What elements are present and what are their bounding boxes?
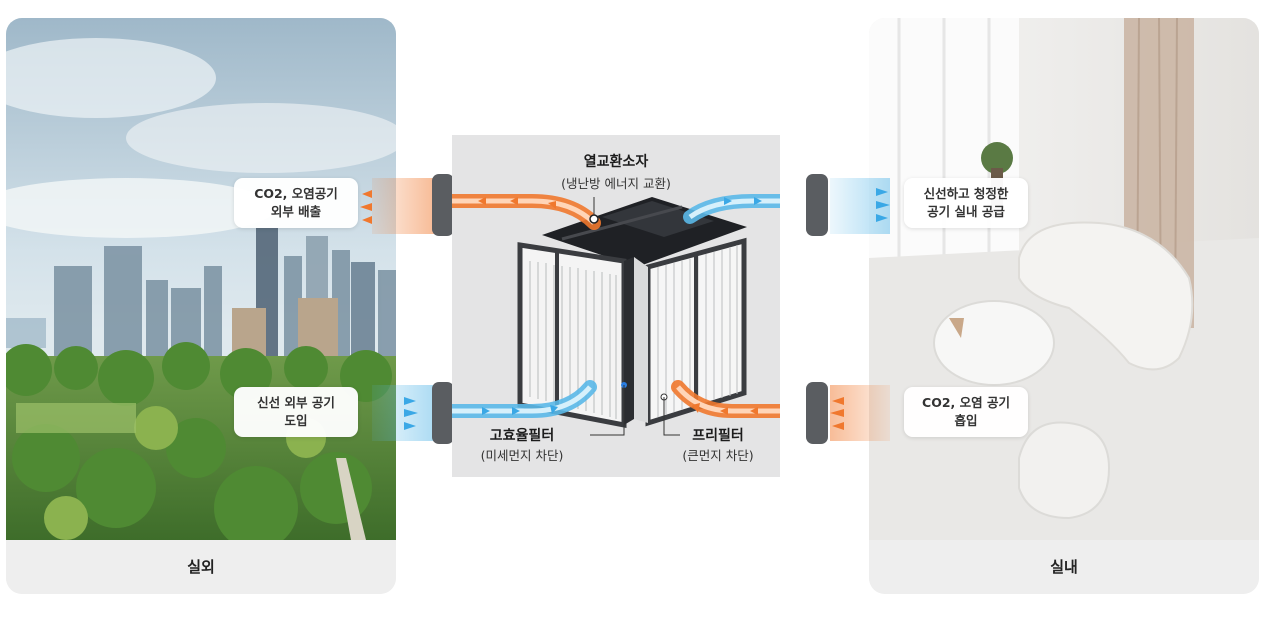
outdoor-caption: 실외	[6, 540, 396, 594]
intake-label-line2: 도입	[284, 413, 308, 428]
return-streaks	[830, 385, 890, 441]
hepa-filter-title: 고효율필터	[489, 428, 555, 444]
exhaust-streaks	[360, 178, 434, 234]
core-title: 열교환소자	[583, 154, 649, 170]
intake-label-line1: 신선 외부 공기	[257, 395, 335, 410]
hepa-filter-subtitle: (미세먼지 차단)	[480, 448, 564, 463]
return-label-line2: 흡입	[954, 413, 978, 428]
exhaust-label-line2: 외부 배출	[270, 204, 322, 219]
duct-collars	[432, 174, 828, 444]
supply-label-line1: 신선하고 청정한	[923, 186, 1009, 201]
exhaust-callout: CO2, 오염공기 외부 배출	[234, 178, 358, 228]
outdoor-panel: 실외	[6, 18, 396, 594]
city-park-scene	[6, 18, 396, 540]
supply-label-line2: 공기 실내 공급	[927, 204, 1005, 219]
core-subtitle: (냉난방 에너지 교환)	[561, 176, 671, 191]
heat-exchanger-illustration	[452, 194, 780, 436]
indoor-caption: 실내	[869, 540, 1259, 594]
intake-streaks	[372, 385, 434, 441]
intake-callout: 신선 외부 공기 도입	[234, 387, 358, 437]
prefilter-subtitle: (큰먼지 차단)	[682, 448, 754, 463]
living-room-scene	[869, 18, 1259, 540]
return-label-line1: CO2, 오염 공기	[922, 395, 1010, 410]
return-callout: CO2, 오염 공기 흡입	[904, 387, 1028, 437]
supply-callout: 신선하고 청정한 공기 실내 공급	[904, 178, 1028, 228]
exhaust-label-line1: CO2, 오염공기	[254, 186, 338, 201]
supply-streaks	[830, 178, 890, 234]
ventilation-unit-panel: 열교환소자 (냉난방 에너지 교환) 고효율필터 (미세먼지 차단) 프리필터 …	[452, 135, 780, 477]
indoor-panel: 실내	[869, 18, 1259, 594]
prefilter-title: 프리필터	[692, 428, 744, 444]
